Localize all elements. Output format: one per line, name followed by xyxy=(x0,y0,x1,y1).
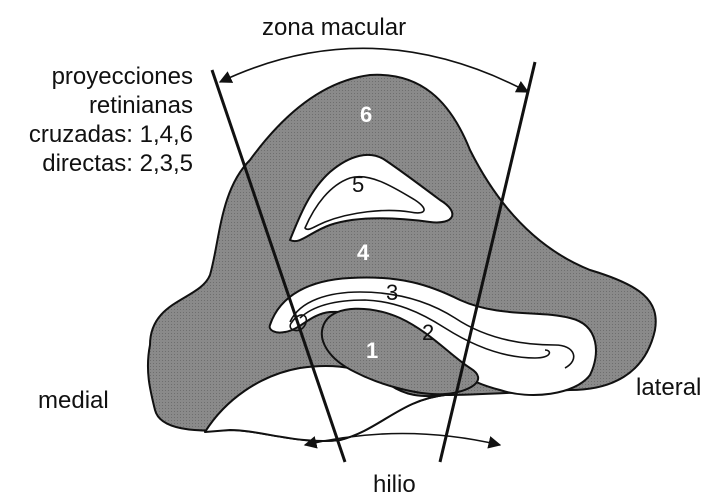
lateral-label: lateral xyxy=(636,374,701,401)
projections-legend: proyecciones retinianas cruzadas: 1,4,6 … xyxy=(29,63,193,177)
projections-line-1: proyecciones xyxy=(52,63,193,90)
projections-line-4: directas: 2,3,5 xyxy=(42,150,193,177)
layer-1-label: 1 xyxy=(366,338,378,363)
hilus-label: hilio xyxy=(373,471,416,498)
projections-line-2: retinianas xyxy=(89,92,193,119)
layer-4-label: 4 xyxy=(357,240,370,265)
layer-5-label: 5 xyxy=(352,172,364,197)
medial-label: medial xyxy=(38,387,109,414)
layer-2-label: 2 xyxy=(422,320,434,345)
layer-3-label: 3 xyxy=(386,280,398,305)
projections-line-3: cruzadas: 1,4,6 xyxy=(29,121,193,148)
macular-zone-label: zona macular xyxy=(262,14,406,41)
layer-6-label: 6 xyxy=(360,102,372,127)
